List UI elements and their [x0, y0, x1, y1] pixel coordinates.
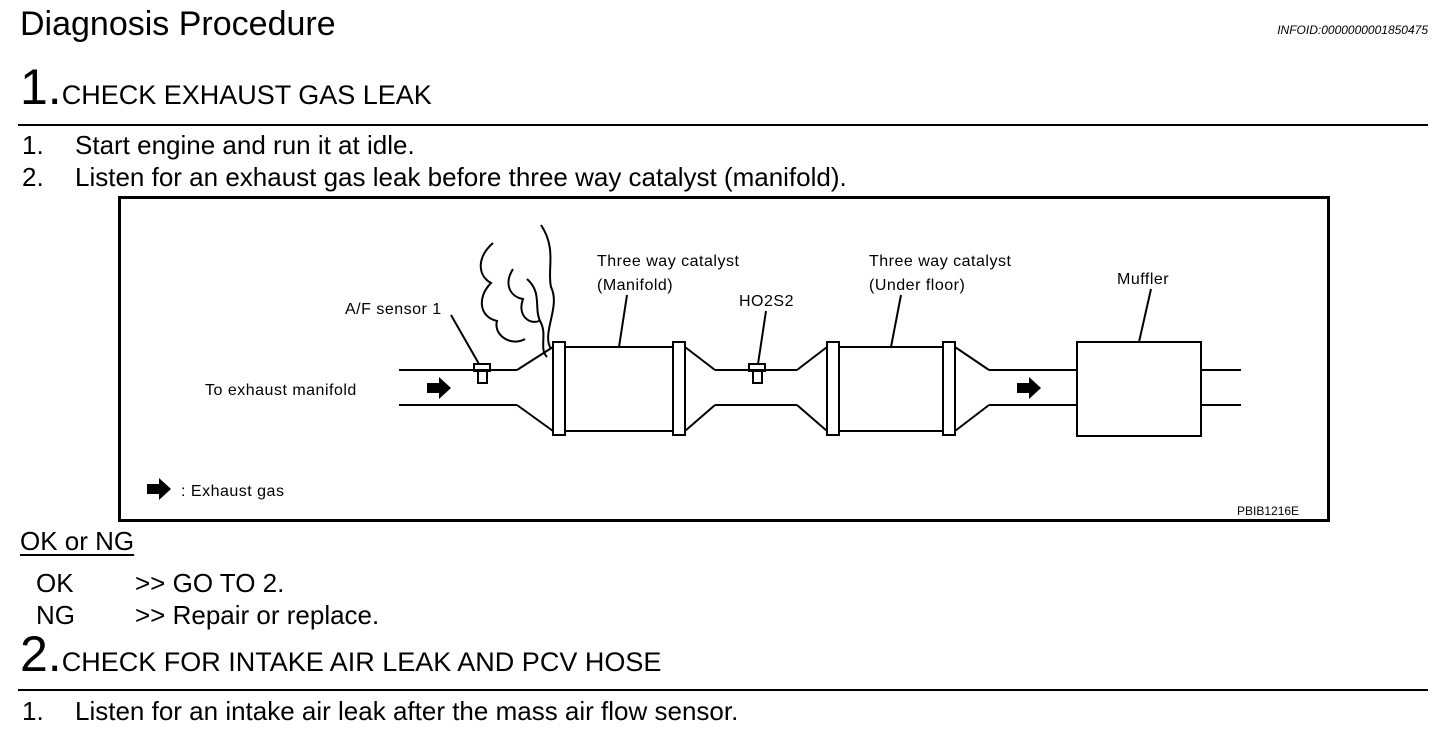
- step-1-item: 1. Start engine and run it at idle.: [22, 129, 415, 161]
- catalyst-2-label-line2: (Under floor): [869, 277, 965, 294]
- catalyst-2-leader: [890, 294, 902, 348]
- catalyst-2-label-line1: Three way catalyst: [869, 253, 1011, 270]
- muffler-leader: [1138, 288, 1152, 343]
- muffler-body: [1076, 341, 1202, 437]
- step-2-divider: [18, 689, 1428, 691]
- catalyst-2-flange-left: [826, 341, 840, 436]
- item-text: Listen for an exhaust gas leak before th…: [75, 162, 847, 192]
- exhaust-flow-arrow-icon: [1017, 377, 1041, 399]
- page-title: Diagnosis Procedure: [20, 5, 336, 43]
- af-sensor-leader: [450, 314, 480, 365]
- result-action: >> GO TO 2.: [135, 568, 285, 598]
- step-2-title: CHECK FOR INTAKE AIR LEAK AND PCV HOSE: [61, 647, 662, 677]
- exhaust-system-diagram: A/F sensor 1 Three way catalyst (Manifol…: [118, 196, 1330, 522]
- af-sensor-label: A/F sensor 1: [345, 301, 442, 318]
- catalyst-1-flange-left: [552, 341, 566, 436]
- result-key: OK: [36, 568, 74, 598]
- step-1-heading: 1.CHECK EXHAUST GAS LEAK: [20, 62, 432, 125]
- item-text: Start engine and run it at idle.: [75, 130, 415, 160]
- result-ng: NG >> Repair or replace.: [36, 599, 379, 631]
- to-exhaust-manifold-label: To exhaust manifold: [205, 382, 357, 399]
- step-2-heading: 2.CHECK FOR INTAKE AIR LEAK AND PCV HOSE: [20, 629, 661, 692]
- ok-or-ng-heading: OK or NG: [20, 526, 135, 556]
- item-number: 2.: [22, 162, 44, 192]
- ho2s2-label: HO2S2: [739, 293, 794, 310]
- result-key: NG: [36, 600, 75, 630]
- catalyst-2-flange-right: [942, 341, 956, 436]
- item-text: Listen for an intake air leak after the …: [75, 696, 739, 726]
- catalyst-1-label-line1: Three way catalyst: [597, 253, 739, 270]
- figure-code: PBIB1216E: [1237, 504, 1299, 518]
- catalyst-1-leader: [618, 294, 628, 348]
- muffler-label: Muffler: [1117, 271, 1169, 288]
- item-number: 1.: [22, 696, 44, 726]
- info-id: INFOID:0000000001850475: [1277, 23, 1428, 37]
- result-action: >> Repair or replace.: [135, 600, 380, 630]
- step-1-divider: [18, 124, 1428, 126]
- step-2-number: 2.: [20, 626, 62, 682]
- catalyst-1-body: [564, 346, 674, 432]
- catalyst-2-body: [838, 346, 944, 432]
- catalyst-1-inlet-cone: [516, 346, 554, 371]
- gas-leak-smoke-icon: [540, 224, 555, 350]
- catalyst-1-flange-right: [672, 341, 686, 436]
- result-ok: OK >> GO TO 2.: [36, 567, 284, 599]
- legend-arrow-icon: [147, 478, 171, 500]
- step-1-title: CHECK EXHAUST GAS LEAK: [61, 80, 432, 110]
- item-number: 1.: [22, 130, 44, 160]
- exhaust-flow-arrow-icon: [427, 377, 451, 399]
- catalyst-1-label-line2: (Manifold): [597, 277, 673, 294]
- step-2-item: 1. Listen for an intake air leak after th…: [22, 695, 738, 727]
- legend-label: : Exhaust gas: [181, 483, 284, 500]
- step-1-item: 2. Listen for an exhaust gas leak before …: [22, 161, 847, 193]
- ho2s2-leader: [757, 310, 767, 365]
- step-1-number: 1.: [20, 59, 62, 115]
